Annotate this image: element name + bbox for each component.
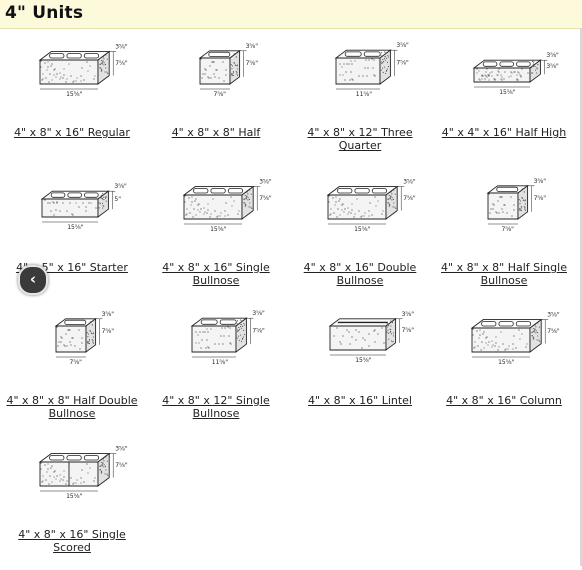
unit-link-three-quarter-single-bullnose[interactable]: 4" x 8" x 12" Single Bullnose <box>162 394 270 420</box>
unit-dim-depth: 7⅝" <box>115 60 128 67</box>
unit-dim-height: 3⅝" <box>546 52 559 59</box>
unit-dim-height: 3⅝" <box>115 446 128 453</box>
unit-item-three-quarter[interactable]: 3⅝" 7⅝" 11⅝" 4" x 8" x 12" Three Quarter <box>292 40 428 168</box>
chevron-left-icon: ‹ <box>29 270 37 288</box>
unit-dim-height: 3⅝" <box>534 178 547 185</box>
unit-link-half-high[interactable]: 4" x 4" x 16" Half High <box>441 126 567 139</box>
unit-dim-height: 3⅝" <box>114 183 127 190</box>
unit-dim-depth: 3⅝" <box>546 63 559 70</box>
unit-item-lintel[interactable]: 3⅝" 7⅝" 15⅝" 4" x 8" x 16" Lintel <box>292 308 428 436</box>
unit-dim-length: 7⅝" <box>70 359 83 366</box>
block-diagram-half-high[interactable]: 3⅝" 3⅝" 15⅝" <box>454 40 559 122</box>
unit-dim-length: 11⅝" <box>356 91 372 98</box>
block-diagram-three-quarter-single-bullnose[interactable]: 3⅝" 7⅝" 11⅝" <box>166 308 266 390</box>
block-diagram-lintel[interactable]: 3⅝" 7⅝" 15⅝" <box>310 308 414 390</box>
block-diagram-single-bullnose[interactable]: 3⅝" 7⅝" 15⅝" <box>166 175 272 257</box>
unit-dim-length: 7⅝" <box>214 91 227 98</box>
unit-dim-height: 3⅝" <box>402 311 415 318</box>
unit-item-half[interactable]: 3⅝" 7⅝" 7⅝" 4" x 8" x 8" Half <box>148 40 284 168</box>
unit-dim-length: 15⅝" <box>355 357 371 364</box>
unit-item-half-high[interactable]: 3⅝" 3⅝" 15⅝" 4" x 4" x 16" Half High <box>436 40 572 168</box>
scroll-edge <box>580 28 582 566</box>
unit-dim-height: 3⅝" <box>403 179 416 186</box>
unit-item-regular[interactable]: 3⅝" 7⅝" 15⅝" 4" x 8" x 16" Regular <box>4 40 140 168</box>
unit-dim-depth: 7⅝" <box>246 60 259 67</box>
unit-link-single-scored[interactable]: 4" x 8" x 16" Single Scored <box>18 528 126 554</box>
unit-dim-length: 15⅝" <box>210 226 226 233</box>
unit-link-column[interactable]: 4" x 8" x 16" Column <box>446 394 562 407</box>
block-diagram-double-bullnose[interactable]: 3⅝" 7⅝" 15⅝" <box>310 175 416 257</box>
unit-dim-length: 15⅝" <box>498 359 514 366</box>
unit-item-half-single-bullnose[interactable]: 3⅝" 7⅝" 7⅝" 4" x 8" x 8" Half Single Bullno… <box>436 175 572 303</box>
unit-dim-depth: 7⅝" <box>403 195 416 202</box>
page-header: 4" Units <box>0 0 582 29</box>
block-diagram-single-scored[interactable]: 3⅝" 7⅝" 15⅝" <box>22 442 128 524</box>
unit-link-three-quarter[interactable]: 4" x 8" x 12" Three Quarter <box>307 126 413 152</box>
unit-link-half[interactable]: 4" x 8" x 8" Half <box>171 126 261 139</box>
unit-dim-length: 15⅝" <box>354 226 370 233</box>
unit-dim-depth: 7⅝" <box>396 60 409 67</box>
unit-link-half-double-bullnose[interactable]: 4" x 8" x 8" Half Double Bullnose <box>6 394 138 420</box>
block-diagram-starter[interactable]: 3⅝" 5" 15⅝" <box>22 175 127 257</box>
unit-item-single-bullnose[interactable]: 3⅝" 7⅝" 15⅝" 4" x 8" x 16" Single Bullnose <box>148 175 284 303</box>
unit-dim-depth: 5" <box>114 196 121 203</box>
unit-dim-length: 7⅝" <box>502 226 515 233</box>
unit-item-double-bullnose[interactable]: 3⅝" 7⅝" 15⅝" 4" x 8" x 16" Double Bullnose <box>292 175 428 303</box>
unit-link-lintel[interactable]: 4" x 8" x 16" Lintel <box>308 394 412 407</box>
unit-dim-length: 15⅝" <box>66 493 82 500</box>
block-diagram-three-quarter[interactable]: 3⅝" 7⅝" 11⅝" <box>310 40 410 122</box>
unit-item-three-quarter-single-bullnose[interactable]: 3⅝" 7⅝" 11⅝" 4" x 8" x 12" Single Bullnose <box>148 308 284 436</box>
unit-dim-height: 3⅝" <box>102 311 115 318</box>
block-diagram-column[interactable]: 3⅝" 7⅝" 15⅝" <box>454 308 560 390</box>
unit-dim-height: 3⅝" <box>246 43 259 50</box>
block-diagram-regular[interactable]: 3⅝" 7⅝" 15⅝" <box>22 40 128 122</box>
unit-dim-depth: 7⅝" <box>402 327 415 334</box>
unit-link-double-bullnose[interactable]: 4" x 8" x 16" Double Bullnose <box>303 261 417 287</box>
unit-item-column[interactable]: 3⅝" 7⅝" 15⅝" 4" x 8" x 16" Column <box>436 308 572 436</box>
unit-dim-depth: 7⅝" <box>534 195 547 202</box>
page-title: 4" Units <box>5 3 84 23</box>
unit-dim-depth: 7⅝" <box>102 328 115 335</box>
block-diagram-half[interactable]: 3⅝" 7⅝" 7⅝" <box>166 40 266 122</box>
block-diagram-half-double-bullnose[interactable]: 3⅝" 7⅝" 7⅝" <box>22 308 122 390</box>
unit-link-single-bullnose[interactable]: 4" x 8" x 16" Single Bullnose <box>162 261 270 287</box>
unit-dim-height: 3⅝" <box>115 44 128 51</box>
unit-link-regular[interactable]: 4" x 8" x 16" Regular <box>14 126 130 139</box>
unit-dim-length: 15⅝" <box>66 91 82 98</box>
unit-dim-length: 15⅝" <box>67 224 83 231</box>
unit-dim-height: 3⅝" <box>547 312 560 319</box>
unit-dim-length: 15⅝" <box>499 89 515 96</box>
unit-dim-length: 11⅝" <box>212 359 228 366</box>
unit-dim-depth: 7⅝" <box>115 462 128 469</box>
unit-dim-height: 3⅝" <box>259 179 272 186</box>
prev-arrow-button[interactable]: ‹ <box>18 265 48 295</box>
block-diagram-half-single-bullnose[interactable]: 3⅝" 7⅝" 7⅝" <box>454 175 554 257</box>
unit-dim-depth: 7⅝" <box>252 328 265 335</box>
unit-dim-height: 3⅝" <box>396 42 409 49</box>
unit-item-single-scored[interactable]: 3⅝" 7⅝" 15⅝" 4" x 8" x 16" Single Scored <box>4 442 140 570</box>
unit-dim-height: 3⅝" <box>252 310 265 317</box>
unit-link-half-single-bullnose[interactable]: 4" x 8" x 8" Half Single Bullnose <box>441 261 567 287</box>
unit-dim-depth: 7⅝" <box>259 195 272 202</box>
unit-item-half-double-bullnose[interactable]: 3⅝" 7⅝" 7⅝" 4" x 8" x 8" Half Double Bullno… <box>4 308 140 436</box>
unit-dim-depth: 7⅝" <box>547 328 560 335</box>
